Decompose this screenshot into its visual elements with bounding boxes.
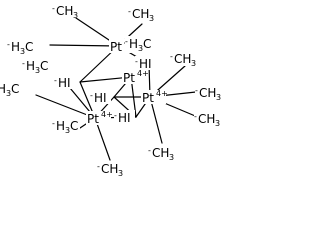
label-mask xyxy=(86,111,111,125)
subscript-label: 3 xyxy=(169,153,174,162)
label-mask xyxy=(114,110,135,124)
label-mask xyxy=(52,3,79,18)
label-mask xyxy=(7,39,35,54)
label-mask xyxy=(122,70,147,84)
subscript-label: 3 xyxy=(216,93,221,102)
bond-line xyxy=(49,44,119,47)
label-mask xyxy=(0,81,21,96)
subscript-label: 3 xyxy=(118,169,123,178)
subscript-label: 3 xyxy=(191,59,196,68)
atom-symbol: H xyxy=(11,40,20,54)
atom-symbol: Pt xyxy=(110,40,122,54)
subscript-label: 3 xyxy=(215,119,220,128)
subscript-label: 3 xyxy=(65,126,70,135)
charge-label: 4+ xyxy=(101,110,113,119)
subscript-label: 3 xyxy=(149,14,154,23)
label-mask xyxy=(195,85,222,100)
atom-symbol: H xyxy=(56,119,65,133)
label-mask xyxy=(170,51,197,66)
atom-symbol: H xyxy=(26,59,35,73)
atom-symbol: C xyxy=(25,40,33,54)
bond-line xyxy=(35,94,96,119)
atom-symbol: CH xyxy=(174,52,191,66)
atom-symbol: Pt xyxy=(142,91,154,105)
atom-symbol: Pt xyxy=(87,112,99,126)
atom-symbol: CH xyxy=(198,112,215,126)
label-mask xyxy=(22,58,50,73)
charge-label: - xyxy=(22,59,25,68)
charge-label: - xyxy=(194,112,197,121)
label-mask xyxy=(125,36,153,51)
charge-label: - xyxy=(52,119,55,128)
atom-symbol: C xyxy=(70,119,78,133)
atom-label-hi-left: -HI xyxy=(54,75,75,90)
label-mask xyxy=(97,161,124,176)
charge-label: - xyxy=(148,146,151,155)
label-mask xyxy=(90,90,111,104)
charge-label: - xyxy=(90,91,93,100)
charge-label: - xyxy=(97,162,100,171)
label-mask xyxy=(128,6,155,21)
atom-symbol: CH xyxy=(101,162,118,176)
charge-label: - xyxy=(195,86,198,95)
subscript-label: 3 xyxy=(6,89,11,98)
charge-label: 4+ xyxy=(137,69,149,78)
label-mask xyxy=(135,56,156,70)
charge-label: - xyxy=(125,37,128,46)
label-mask xyxy=(194,111,221,126)
structure-diagram: Pt4+Pt4+Pt4+Pt4+-HI-HI-HI-HI-CH3-CH3-H3C… xyxy=(0,3,222,178)
charge-label: - xyxy=(170,52,173,61)
bond-line xyxy=(149,96,163,144)
atom-symbol: Pt xyxy=(123,71,135,85)
charge-label: - xyxy=(54,76,57,85)
atoms: Pt4+Pt4+Pt4+Pt4+-HI-HI-HI-HI-CH3-CH3-H3C… xyxy=(0,3,222,178)
atom-symbol: C xyxy=(143,37,151,51)
atom-symbol: CH xyxy=(56,4,73,18)
atom-symbol: HI xyxy=(139,57,152,71)
atom-label-hi-mid: -HI xyxy=(90,90,111,105)
atom-symbol: HI xyxy=(94,91,107,105)
label-mask xyxy=(141,90,166,104)
atom-symbol: C xyxy=(40,59,48,73)
charge-label: - xyxy=(128,7,131,16)
label-mask xyxy=(148,145,175,160)
subscript-label: 3 xyxy=(138,44,143,53)
atom-symbol: CH xyxy=(132,7,149,21)
label-mask xyxy=(54,75,75,89)
atom-symbol: HI xyxy=(118,111,131,125)
label-mask xyxy=(52,118,80,133)
atom-label-hi-low: -HI xyxy=(114,110,135,125)
charge-label: - xyxy=(52,4,55,13)
charge-label: 4+ xyxy=(156,89,168,98)
subscript-label: 3 xyxy=(20,47,25,56)
subscript-label: 3 xyxy=(73,11,78,20)
atom-symbol: H xyxy=(0,82,6,96)
atom-symbol: CH xyxy=(152,146,169,160)
atom-label-h3c-far-left: -H3C xyxy=(0,81,21,98)
atom-symbol: H xyxy=(129,37,138,51)
atom-symbol: C xyxy=(11,82,19,96)
subscript-label: 3 xyxy=(35,66,40,75)
charge-label: - xyxy=(114,111,117,120)
charge-label: - xyxy=(135,57,138,66)
atom-label-hi-right: -HI xyxy=(135,56,156,71)
atom-symbol: CH xyxy=(199,86,216,100)
atom-symbol: HI xyxy=(58,76,71,90)
charge-label: - xyxy=(7,40,10,49)
